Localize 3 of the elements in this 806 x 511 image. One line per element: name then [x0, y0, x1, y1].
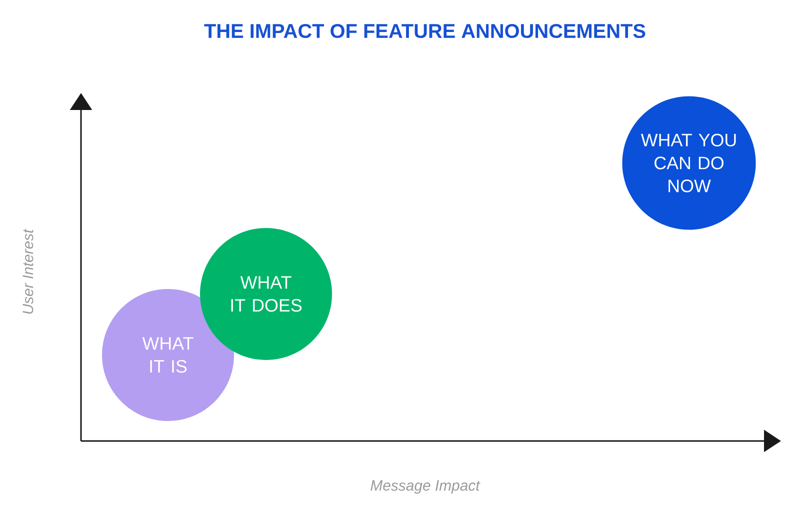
- axis-label: User Interest: [22, 228, 34, 314]
- title: THE IMPACT OF FEATURE ANNOUNCEMENTS: [204, 24, 646, 38]
- axis-label: Message Impact: [370, 480, 480, 494]
